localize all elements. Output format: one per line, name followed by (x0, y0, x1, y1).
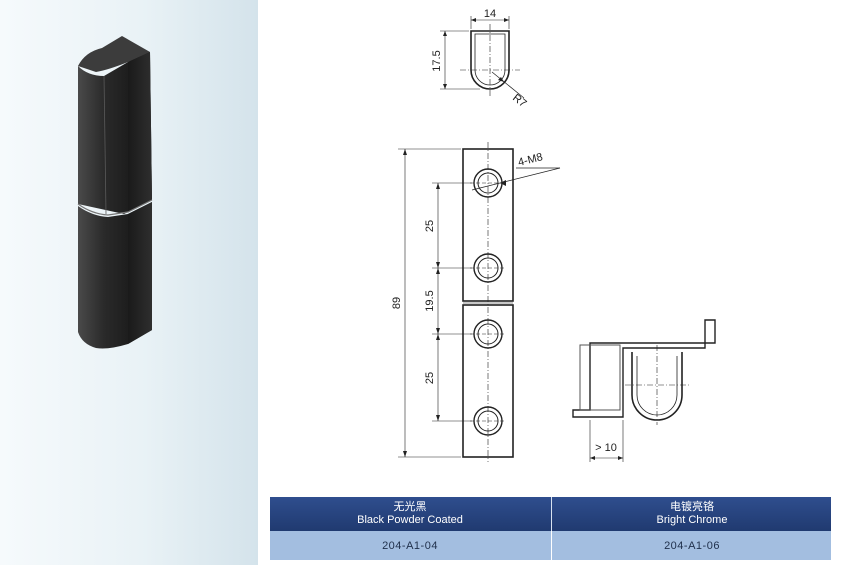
table-row: 204-A1-04 204-A1-06 (270, 531, 831, 560)
top-height-label: 17.5 (431, 50, 443, 71)
lower-spacing-label: 25 (424, 372, 436, 384)
finish-name-en: Black Powder Coated (357, 514, 463, 526)
front-view (398, 142, 561, 462)
product-image-panel (0, 0, 258, 565)
side-view (572, 319, 716, 462)
part-code-cell: 204-A1-04 (270, 531, 550, 560)
hinge-joint-line (77, 199, 153, 216)
part-code: 204-A1-06 (664, 539, 720, 552)
middle-spacing-label: 19.5 (424, 290, 436, 311)
header-cell-chrome: 电镀亮铬 Bright Chrome (551, 497, 832, 531)
hinge-product-image (77, 36, 153, 349)
upper-spacing-label: 25 (424, 220, 436, 232)
top-width-label: 14 (484, 8, 496, 20)
total-height-label: 89 (391, 297, 403, 309)
part-code: 204-A1-04 (382, 539, 438, 552)
part-code-cell: 204-A1-06 (551, 531, 832, 560)
finish-spec-table: 无光黑 Black Powder Coated 电镀亮铬 Bright Chro… (270, 497, 831, 560)
mounting-hole-3 (470, 319, 506, 349)
technical-drawing: 14 17.5 R7 4-M8 89 25 19.5 25 > 10 (391, 8, 716, 462)
table-header-row: 无光黑 Black Powder Coated 电镀亮铬 Bright Chro… (270, 497, 831, 531)
header-cell-black: 无光黑 Black Powder Coated (270, 497, 550, 531)
top-view (440, 16, 525, 99)
radius-label: R7 (510, 92, 528, 110)
finish-name-en: Bright Chrome (656, 514, 728, 526)
finish-name-cn: 电镀亮铬 (670, 501, 714, 513)
hinge-top-cap (78, 36, 150, 72)
mounting-hole-2 (470, 253, 506, 283)
clearance-label: > 10 (595, 442, 617, 454)
mounting-hole-4 (470, 406, 506, 436)
finish-name-cn: 无光黑 (393, 501, 427, 513)
thread-label: 4-M8 (517, 151, 544, 169)
